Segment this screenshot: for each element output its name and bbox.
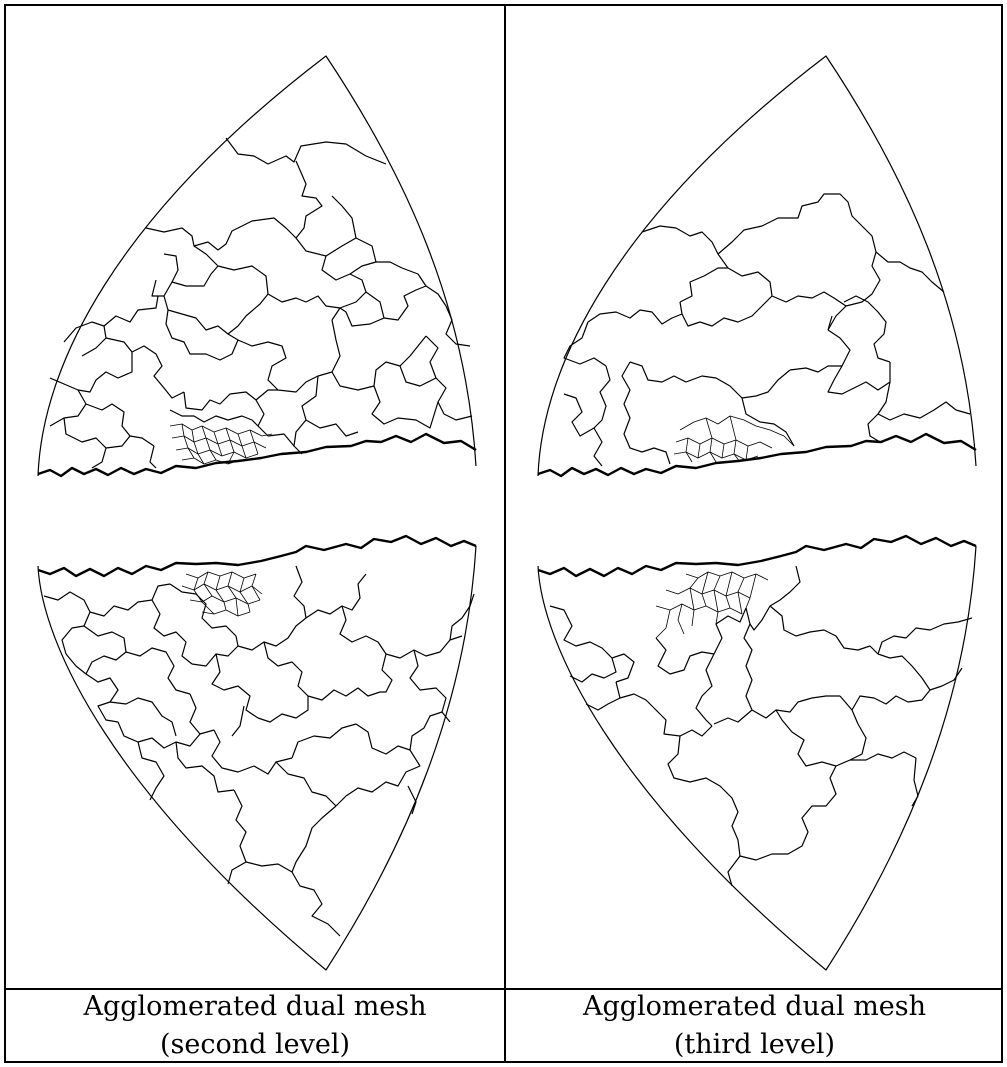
caption-title: Agglomerated dual mesh [582,990,927,1022]
column-divider [504,4,506,1063]
mesh-diagram-second-level [37,55,477,971]
caption-subtitle: (third level) [673,1028,836,1060]
lower-mesh-outline [37,545,477,971]
caption-title: Agglomerated dual mesh [83,990,427,1022]
upper-fine-cluster [169,423,273,465]
lower-fine-cluster [181,571,263,617]
lower-agglomerate-boundaries [43,565,475,937]
figure-frame [4,4,1003,1063]
lower-airfoil-surface [37,534,477,578]
upper-airfoil-surface [37,432,477,478]
upper-agglomerate-boundaries [563,193,971,467]
upper-fine-cluster [673,415,795,463]
caption-divider [4,988,1003,990]
upper-airfoil-surface [537,432,977,478]
lower-airfoil-surface [537,534,977,578]
lower-fine-cluster [655,571,769,639]
upper-mesh-outline [37,55,477,477]
caption-third-level: Agglomerated dual mesh (third level) [506,990,1003,1061]
lower-agglomerate-boundaries [549,565,973,887]
caption-subtitle: (second level) [159,1028,350,1060]
upper-agglomerate-boundaries [49,137,473,469]
lower-mesh-outline [537,545,977,971]
caption-second-level: Agglomerated dual mesh (second level) [6,990,504,1061]
mesh-diagram-third-level [537,55,977,971]
upper-mesh-outline [537,55,977,477]
